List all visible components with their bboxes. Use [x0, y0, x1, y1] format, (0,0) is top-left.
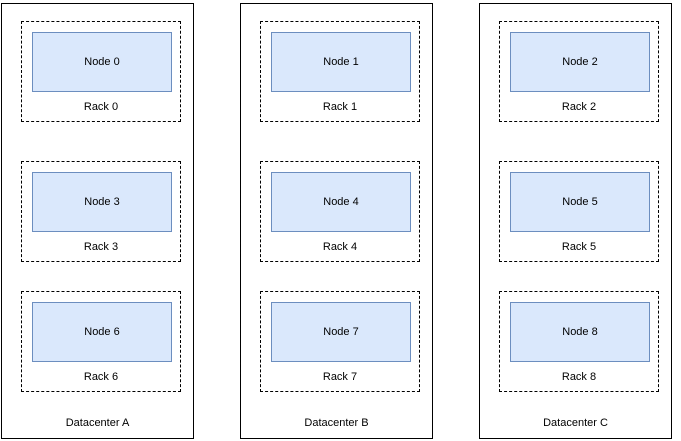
datacenter-container-c[interactable]: Node 2 Rack 2 Node 5 Rack 5 Node 8 Rack … — [479, 3, 672, 439]
node-label: Node 5 — [562, 195, 598, 208]
datacenter-label: Datacenter A — [65, 417, 130, 429]
rack-label: Rack 2 — [561, 101, 597, 113]
rack-label: Rack 8 — [561, 371, 597, 383]
node-box-5[interactable]: Node 5 — [510, 172, 650, 232]
rack-label: Rack 3 — [83, 241, 119, 253]
rack-container-4[interactable]: Node 4 Rack 4 — [260, 161, 420, 262]
node-label: Node 0 — [84, 55, 120, 68]
datacenter-label: Datacenter B — [304, 417, 369, 429]
datacenter-label: Datacenter C — [543, 417, 608, 429]
datacenter-container-b[interactable]: Node 1 Rack 1 Node 4 Rack 4 Node 7 Rack … — [240, 3, 433, 439]
rack-label: Rack 5 — [561, 241, 597, 253]
rack-container-2[interactable]: Node 2 Rack 2 — [499, 21, 659, 122]
rack-label: Rack 4 — [322, 241, 358, 253]
rack-label: Rack 7 — [322, 371, 358, 383]
node-box-1[interactable]: Node 1 — [271, 32, 411, 92]
rack-label: Rack 0 — [83, 101, 119, 113]
rack-container-1[interactable]: Node 1 Rack 1 — [260, 21, 420, 122]
rack-label: Rack 6 — [83, 371, 119, 383]
rack-container-7[interactable]: Node 7 Rack 7 — [260, 291, 420, 392]
node-label: Node 4 — [323, 195, 359, 208]
rack-container-8[interactable]: Node 8 Rack 8 — [499, 291, 659, 392]
node-label: Node 6 — [84, 325, 120, 338]
rack-label: Rack 1 — [322, 101, 358, 113]
node-box-6[interactable]: Node 6 — [32, 302, 172, 362]
node-box-7[interactable]: Node 7 — [271, 302, 411, 362]
node-box-3[interactable]: Node 3 — [32, 172, 172, 232]
datacenter-container-a[interactable]: Node 0 Rack 0 Node 3 Rack 3 Node 6 Rack … — [1, 3, 194, 439]
rack-container-5[interactable]: Node 5 Rack 5 — [499, 161, 659, 262]
node-box-2[interactable]: Node 2 — [510, 32, 650, 92]
rack-container-3[interactable]: Node 3 Rack 3 — [21, 161, 181, 262]
node-label: Node 3 — [84, 195, 120, 208]
node-box-4[interactable]: Node 4 — [271, 172, 411, 232]
rack-container-0[interactable]: Node 0 Rack 0 — [21, 21, 181, 122]
node-label: Node 2 — [562, 55, 598, 68]
node-label: Node 8 — [562, 325, 598, 338]
node-label: Node 1 — [323, 55, 359, 68]
node-label: Node 7 — [323, 325, 359, 338]
node-box-8[interactable]: Node 8 — [510, 302, 650, 362]
node-box-0[interactable]: Node 0 — [32, 32, 172, 92]
rack-container-6[interactable]: Node 6 Rack 6 — [21, 291, 181, 392]
